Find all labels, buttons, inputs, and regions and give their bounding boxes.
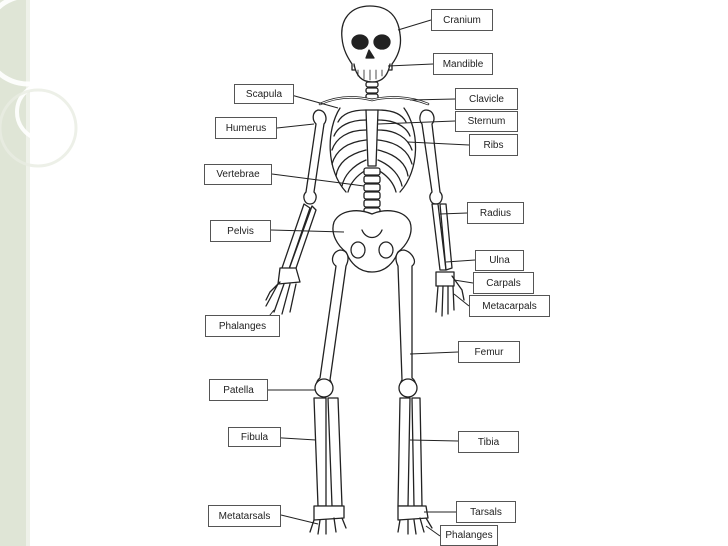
label-humerus: Humerus bbox=[215, 117, 277, 139]
label-metacarpals: Metacarpals bbox=[469, 295, 550, 317]
label-clavicle: Clavicle bbox=[455, 88, 518, 110]
label-phalanges-hand: Phalanges bbox=[205, 315, 280, 337]
leader-line-ulna bbox=[445, 259, 476, 263]
label-ulna: Ulna bbox=[475, 250, 524, 271]
right-leg bbox=[395, 249, 433, 535]
leader-line-tibia bbox=[409, 439, 459, 442]
pelvis-bone bbox=[332, 210, 412, 273]
decorative-ring bbox=[0, 0, 75, 87]
cervical-spine bbox=[365, 81, 379, 100]
leader-line-metacarpals bbox=[453, 293, 470, 307]
label-carpals: Carpals bbox=[473, 272, 534, 294]
left-leg bbox=[309, 249, 349, 535]
leader-line-metatarsals bbox=[280, 514, 319, 525]
leader-line-radius bbox=[439, 212, 468, 215]
label-ribs: Ribs bbox=[469, 134, 518, 156]
label-pelvis: Pelvis bbox=[210, 220, 271, 242]
leader-line-pelvis bbox=[270, 229, 345, 233]
label-mandible: Mandible bbox=[433, 53, 493, 75]
label-metatarsals: Metatarsals bbox=[208, 505, 281, 527]
skull bbox=[341, 5, 402, 83]
leader-line-humerus bbox=[276, 123, 315, 129]
label-phalanges-foot: Phalanges bbox=[440, 525, 498, 546]
leader-line-vertebrae bbox=[271, 173, 365, 187]
leader-line-clavicle bbox=[409, 98, 456, 101]
right-arm bbox=[419, 109, 465, 317]
leader-line-mandible bbox=[387, 63, 434, 67]
decorative-ring bbox=[0, 88, 78, 168]
leader-line-phalanges-foot bbox=[425, 525, 441, 537]
label-femur: Femur bbox=[458, 341, 520, 363]
label-scapula: Scapula bbox=[234, 84, 294, 104]
leader-line-sternum bbox=[377, 120, 456, 125]
leader-line-femur bbox=[409, 351, 459, 355]
leader-line-ribs bbox=[407, 141, 470, 146]
label-radius: Radius bbox=[467, 202, 524, 224]
label-sternum: Sternum bbox=[455, 111, 518, 132]
label-tarsals: Tarsals bbox=[456, 501, 516, 523]
ribcage bbox=[329, 107, 417, 193]
label-vertebrae: Vertebrae bbox=[204, 164, 272, 185]
leader-line-cranium bbox=[397, 19, 432, 31]
label-patella: Patella bbox=[209, 379, 268, 401]
label-cranium: Cranium bbox=[431, 9, 493, 31]
label-fibula: Fibula bbox=[228, 427, 281, 447]
left-arm bbox=[265, 109, 327, 315]
label-tibia: Tibia bbox=[458, 431, 519, 453]
leader-line-carpals bbox=[453, 279, 474, 284]
